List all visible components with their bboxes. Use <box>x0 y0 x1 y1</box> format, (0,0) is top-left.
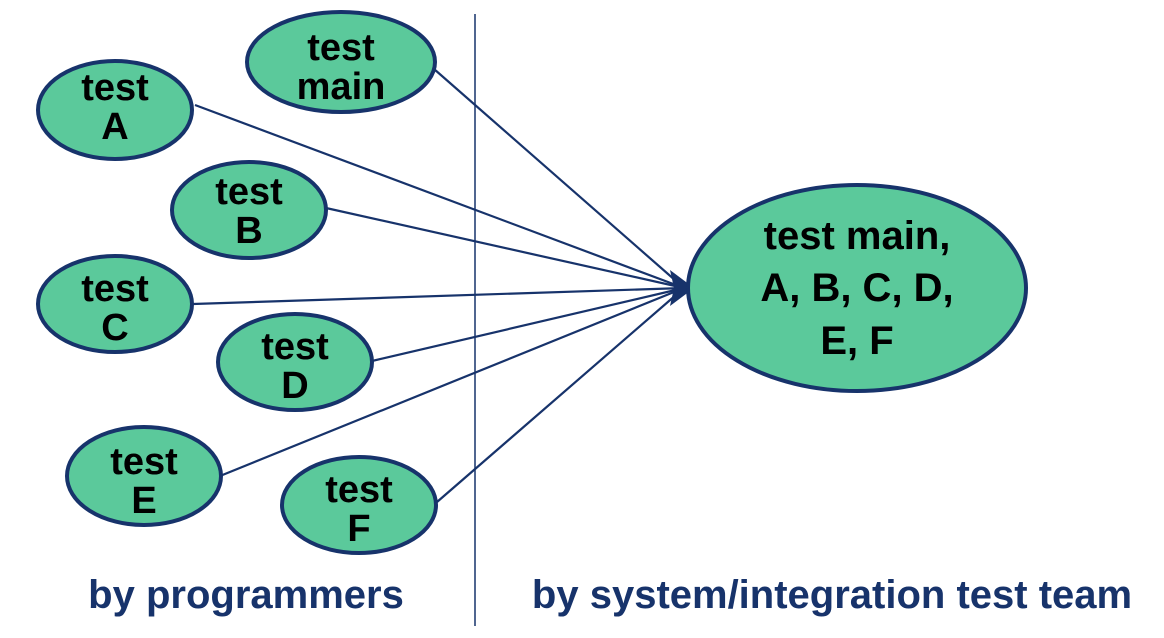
node-test-main: test main <box>245 10 437 114</box>
node-label-line2: E <box>131 480 156 522</box>
arrowhead <box>670 270 694 306</box>
node-label-line1: test <box>261 326 329 368</box>
edge-d <box>371 286 685 363</box>
node-test-a: test A <box>36 59 194 161</box>
caption-programmers: by programmers <box>88 573 404 617</box>
edge-c <box>192 286 685 306</box>
edge-main <box>433 68 685 289</box>
edge-f <box>436 287 685 503</box>
edge-e <box>219 286 685 478</box>
node-label-line2: D <box>281 365 308 407</box>
node-label-line1: test <box>110 441 178 483</box>
node-label-line2: A, B, C, D, <box>760 266 953 310</box>
caption-integration-team: by system/integration test team <box>532 573 1132 617</box>
node-label-line1: test <box>307 27 375 69</box>
node-label-line1: test <box>215 171 283 213</box>
node-label-line3: E, F <box>820 319 893 363</box>
node-ellipse <box>36 254 194 354</box>
node-label-line1: test <box>325 469 393 511</box>
node-label-line1: test <box>81 67 149 109</box>
node-test-c: test C <box>36 254 194 354</box>
node-ellipse <box>170 160 328 260</box>
node-ellipse <box>686 183 1028 393</box>
node-ellipse <box>216 312 374 412</box>
node-label-line2: C <box>101 307 128 349</box>
node-ellipse <box>280 455 438 555</box>
edges <box>192 68 694 503</box>
node-test-b: test B <box>170 160 328 260</box>
node-label-line2: F <box>347 508 370 550</box>
node-label-line1: test <box>81 268 149 310</box>
node-ellipse <box>245 10 437 114</box>
node-label-line2: B <box>235 210 262 252</box>
node-ellipse <box>65 425 223 527</box>
node-test-f: test F <box>280 455 438 555</box>
node-label-line2: A <box>101 106 128 148</box>
node-label-line2: main <box>297 66 386 108</box>
node-label-line1: test main, <box>764 214 951 258</box>
node-ellipse <box>36 59 194 161</box>
node-combined: test main, A, B, C, D, E, F <box>686 183 1028 393</box>
node-test-d: test D <box>216 312 374 412</box>
edge-b <box>325 206 685 290</box>
edge-a <box>194 103 685 290</box>
node-test-e: test E <box>65 425 223 527</box>
